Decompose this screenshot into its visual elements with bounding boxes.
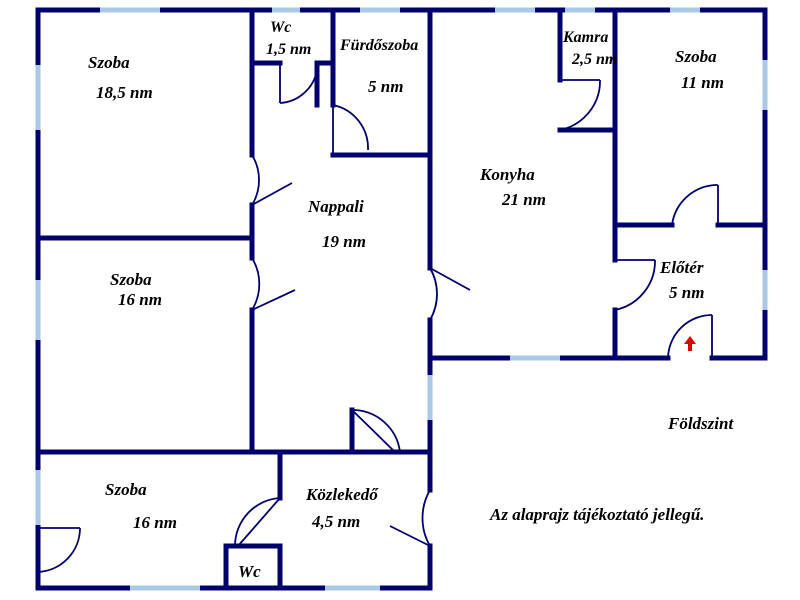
- room-name-nappali: Nappali: [307, 197, 364, 216]
- room-name-wc-bottom: Wc: [238, 562, 261, 581]
- entrance-arrow-icon: [684, 336, 696, 351]
- room-area-szoba-nw: 18,5 nm: [96, 83, 153, 102]
- room-name-szoba-nw: Szoba: [88, 53, 130, 72]
- room-area-szoba-sw: 16 nm: [133, 513, 177, 532]
- room-name-kamra: Kamra: [562, 29, 608, 46]
- room-area-kozlekedo: 4,5 nm: [311, 512, 360, 531]
- room-name-wc-top: Wc: [270, 19, 291, 36]
- room-name-konyha: Konyha: [479, 165, 535, 184]
- room-area-eloter: 5 nm: [669, 283, 704, 302]
- room-name-kozlekedo: Közlekedő: [305, 485, 379, 504]
- room-area-nappali: 19 nm: [322, 232, 366, 251]
- room-area-szoba-w: 16 nm: [118, 290, 162, 309]
- room-area-furdoszoba: 5 nm: [368, 77, 403, 96]
- room-name-szoba-w: Szoba: [110, 270, 152, 289]
- room-area-wc-top: 1,5 nm: [266, 41, 311, 58]
- room-area-konyha: 21 nm: [501, 190, 546, 209]
- room-area-kamra: 2,5 nm: [571, 51, 617, 68]
- room-name-furdoszoba: Fürdőszoba: [339, 37, 418, 54]
- doors: [37, 63, 719, 573]
- disclaimer-note: Az alaprajz tájékoztató jellegű.: [489, 505, 704, 524]
- level-label: Földszint: [667, 414, 734, 433]
- room-name-szoba-ne: Szoba: [675, 47, 717, 66]
- windows: [35, 7, 768, 591]
- room-name-szoba-sw: Szoba: [105, 480, 147, 499]
- room-name-eloter: Előtér: [659, 258, 704, 277]
- room-area-szoba-ne: 11 nm: [681, 73, 724, 92]
